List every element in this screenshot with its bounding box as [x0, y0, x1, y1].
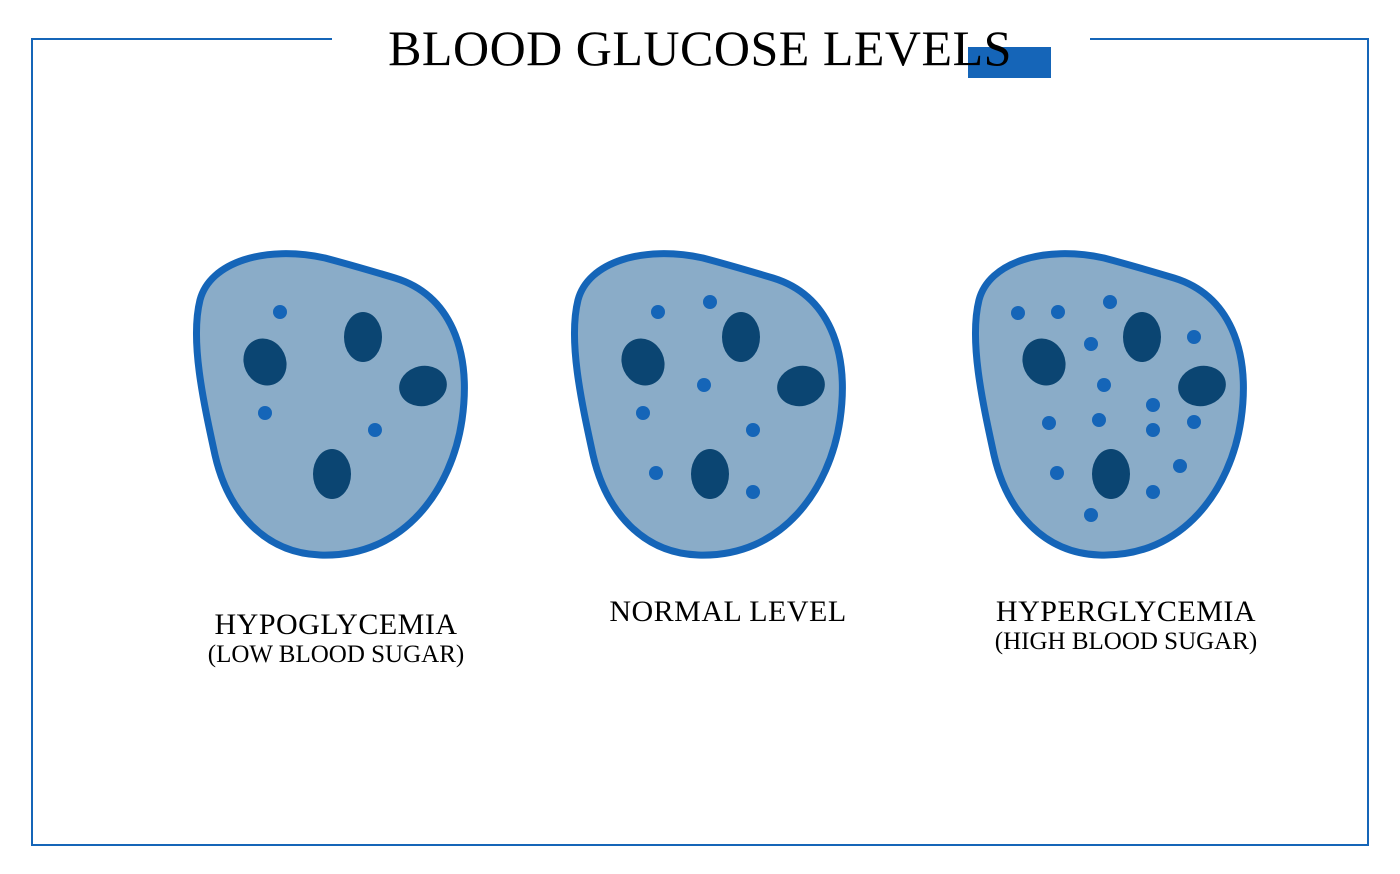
glucose-dot — [649, 466, 663, 480]
glucose-dot — [258, 406, 272, 420]
glucose-dot — [1011, 306, 1025, 320]
glucose-dot — [1050, 466, 1064, 480]
glucose-dot — [368, 423, 382, 437]
cell-membrane — [192, 250, 468, 559]
title-accent-bar — [968, 47, 1051, 78]
cell-membrane — [971, 250, 1247, 559]
glucose-dot — [1042, 416, 1056, 430]
cell-nucleus — [1178, 365, 1226, 407]
glucose-dot — [1092, 413, 1106, 427]
panel-title: HYPOGLYCEMIA — [214, 608, 458, 641]
panel-subtitle: (HIGH BLOOD SUGAR) — [994, 628, 1258, 655]
cell-membrane — [570, 250, 846, 559]
glucose-dot — [1146, 485, 1160, 499]
glucose-dot — [1146, 398, 1160, 412]
cell-nucleus — [313, 449, 351, 499]
glucose-dot — [703, 295, 717, 309]
panel-title: HYPERGLYCEMIA — [995, 595, 1257, 628]
title-gap — [332, 30, 1090, 50]
cell-nucleus — [1022, 338, 1066, 386]
cell-nucleus — [344, 312, 382, 362]
glucose-dot — [746, 423, 760, 437]
glucose-dot — [746, 485, 760, 499]
cell-nucleus — [1123, 312, 1161, 362]
cell-nucleus — [399, 365, 447, 407]
glucose-dot — [273, 305, 287, 319]
cell-nucleus — [621, 338, 665, 386]
cell-2 — [570, 250, 846, 559]
panel-normal-label: NORMAL LEVEL — [548, 597, 908, 629]
glucose-dot — [1173, 459, 1187, 473]
cell-3 — [971, 250, 1247, 559]
cell-nucleus — [691, 449, 729, 499]
glucose-dot — [636, 406, 650, 420]
glucose-dot — [651, 305, 665, 319]
panel-subtitle: (LOW BLOOD SUGAR) — [207, 641, 465, 668]
cell-nucleus — [1092, 449, 1130, 499]
glucose-dot — [697, 378, 711, 392]
panel-title: NORMAL LEVEL — [609, 595, 847, 628]
glucose-dot — [1084, 508, 1098, 522]
glucose-dot — [1097, 378, 1111, 392]
cell-1 — [192, 250, 468, 559]
cell-nucleus — [243, 338, 287, 386]
glucose-dot — [1187, 415, 1201, 429]
glucose-dot — [1146, 423, 1160, 437]
panel-hypoglycemia-label: HYPOGLYCEMIA (LOW BLOOD SUGAR) — [156, 608, 516, 668]
cell-nucleus — [777, 365, 825, 407]
cell-nucleus — [722, 312, 760, 362]
glucose-dot — [1103, 295, 1117, 309]
glucose-dot — [1187, 330, 1201, 344]
glucose-dot — [1051, 305, 1065, 319]
panel-hyperglycemia-label: HYPERGLYCEMIA (HIGH BLOOD SUGAR) — [946, 595, 1306, 655]
glucose-dot — [1084, 337, 1098, 351]
diagram-title: BLOOD GLUCOSE LEVELS — [388, 20, 1012, 76]
